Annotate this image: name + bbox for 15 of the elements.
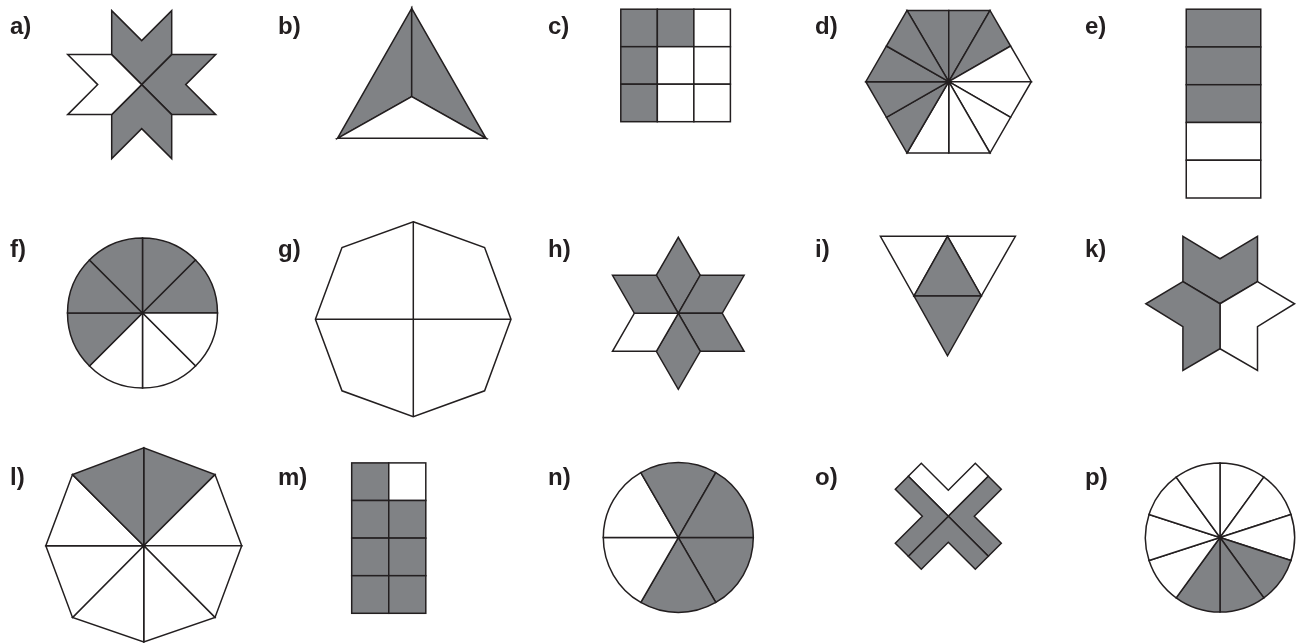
figure-label: f): [10, 235, 26, 263]
figure-label: p): [1085, 463, 1108, 491]
figure-label: n): [548, 463, 571, 491]
figure-label: m): [278, 463, 308, 491]
figure-label: b): [278, 12, 301, 40]
figure-label: g): [278, 235, 301, 263]
figure-label: i): [815, 235, 830, 263]
figure-label: h): [548, 235, 571, 263]
figure-label: a): [10, 12, 32, 40]
figure-label: o): [815, 463, 838, 491]
figure-label: k): [1085, 235, 1107, 263]
figure-label: d): [815, 12, 838, 40]
figure-label: c): [548, 12, 570, 40]
figure-label: l): [10, 463, 25, 491]
figure-label: e): [1085, 12, 1107, 40]
